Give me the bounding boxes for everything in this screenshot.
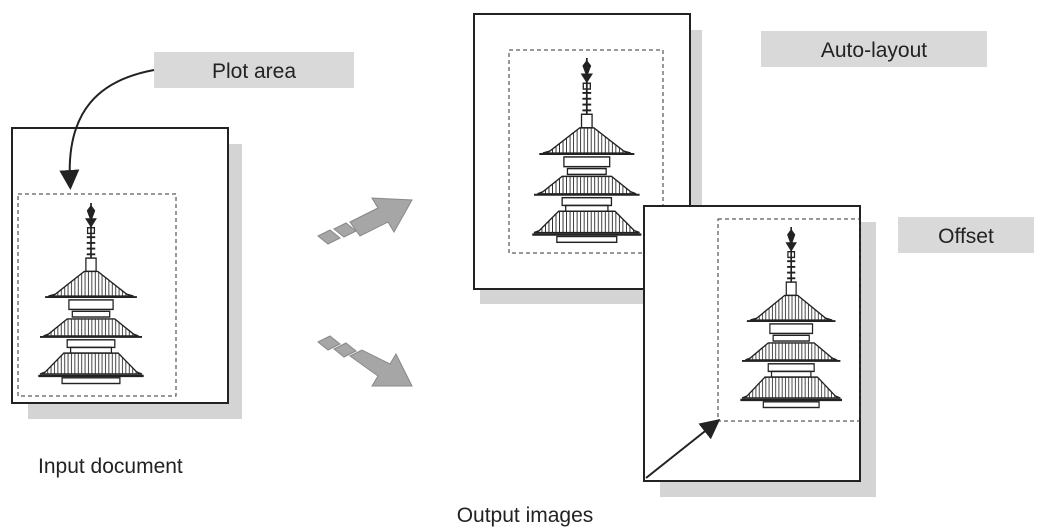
input-document <box>11 127 242 419</box>
output-auto-layout <box>473 13 702 304</box>
offset-page <box>643 205 861 482</box>
arrow-up-right-icon <box>317 197 413 245</box>
offset-plot-frame <box>717 218 861 422</box>
offset-vector-arrow <box>645 419 721 479</box>
plot-area-label-box <box>154 52 354 88</box>
offset-label: Offset <box>938 225 994 248</box>
auto-layout-label: Auto-layout <box>821 39 927 62</box>
plot-area-pointer-arrow <box>59 69 155 190</box>
output-offset <box>643 205 876 497</box>
auto-layout-plot-frame <box>508 49 664 254</box>
offset-label-box <box>898 217 1034 253</box>
plot-area-callout: Plot area <box>59 52 354 190</box>
output-images-caption: Output images <box>457 504 594 527</box>
input-document-caption: Input document <box>38 455 183 478</box>
auto-layout-label-box <box>761 31 987 67</box>
input-plot-area-frame <box>17 193 177 397</box>
plot-area-label: Plot area <box>212 60 296 83</box>
arrow-down-right-icon <box>317 335 413 387</box>
